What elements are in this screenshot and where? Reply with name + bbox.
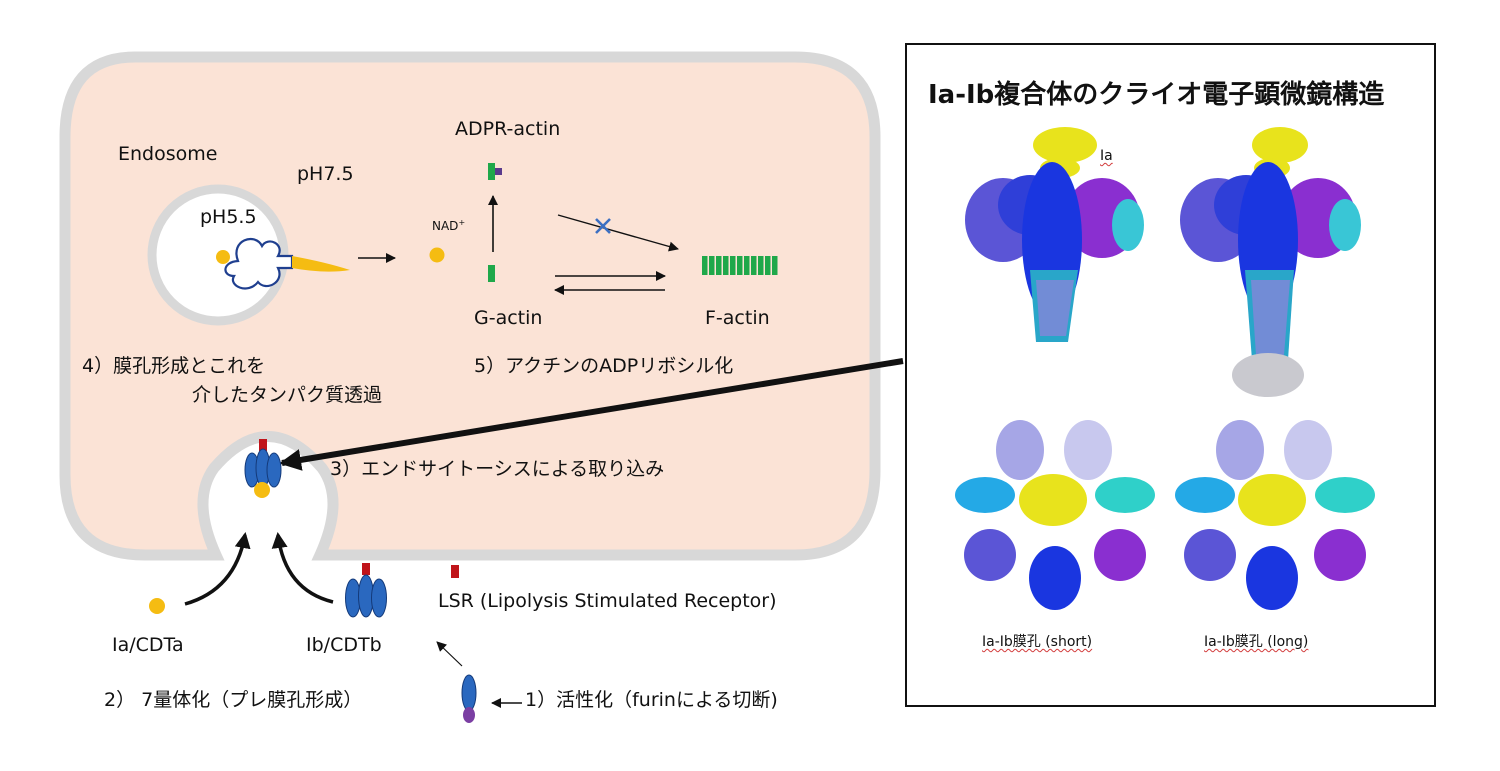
- arrow-ia-to-pit: [184, 532, 251, 606]
- adpr-actin-icon: [488, 163, 502, 180]
- ia-cdta-label: Ia/CDTa: [112, 634, 184, 656]
- f-actin-segment: [730, 256, 736, 275]
- ia-structure-label: Ia: [1100, 148, 1113, 164]
- f-actin-segment: [772, 256, 778, 275]
- ph-cytosol-label: pH7.5: [297, 163, 354, 185]
- cryo-em-top-long: [1175, 420, 1375, 610]
- f-actin-icon: [702, 256, 778, 275]
- panel-title: Ia-Ib複合体のクライオ電子顕微鏡構造: [928, 80, 1385, 110]
- lsr-legend-icon: [451, 565, 459, 578]
- step4-line2: 介したタンパク質透過: [192, 384, 383, 406]
- step1-label: 1）活性化（furinによる切断): [525, 689, 778, 711]
- step2-label: 2） 7量体化（プレ膜孔形成）: [104, 689, 363, 711]
- arrow-ib-to-pit: [271, 532, 334, 604]
- f-actin-segment: [758, 256, 764, 275]
- arrow-activation-up: [436, 641, 463, 667]
- step4-line1: 4）膜孔形成とこれを: [82, 355, 266, 377]
- arrow-adpr-to-f: [557, 214, 679, 252]
- caption-short: Ia-Ib膜孔 (short): [982, 634, 1093, 650]
- f-actin-segment: [765, 256, 771, 275]
- f-actin-segment: [709, 256, 715, 275]
- inhibited-x-icon: [595, 218, 611, 234]
- lsr-label: LSR (Lipolysis Stimulated Receptor): [438, 590, 777, 612]
- g-actin-icon: [488, 265, 495, 282]
- adpr-actin-label: ADPR-actin: [455, 118, 561, 140]
- red-receptor-icon: [259, 439, 267, 451]
- heptamer-in-pit: [244, 448, 282, 498]
- f-actin-segment: [751, 256, 757, 275]
- nad-ia-dot: [429, 247, 445, 263]
- step3-label: 3）エンドサイトーシスによる取り込み: [330, 458, 665, 480]
- f-actin-segment: [702, 256, 708, 275]
- lsr-receptor-on-membrane: [362, 563, 370, 575]
- cryo-em-side-short: [965, 127, 1144, 342]
- cryo-em-side-long: [1180, 127, 1361, 397]
- heptamer-on-membrane: [345, 574, 387, 618]
- ib-cdtb-label: Ib/CDTb: [306, 634, 382, 656]
- precursor-ib-icon: [461, 674, 477, 723]
- f-actin-segment: [716, 256, 722, 275]
- f-actin-segment: [737, 256, 743, 275]
- cell-membrane: [59, 51, 881, 561]
- step5-label: 5）アクチンのADPリボシル化: [474, 355, 734, 377]
- arrow-panel-to-endocytosis: [279, 358, 904, 471]
- caption-long: Ia-Ib膜孔 (long): [1204, 634, 1309, 650]
- g-actin-label: G-actin: [474, 307, 543, 329]
- pore-complex: [216, 237, 350, 290]
- cryo-em-top-short: [955, 420, 1155, 610]
- ia-cdta-dot: [149, 598, 165, 614]
- nad-label: NAD+: [432, 218, 466, 233]
- f-actin-segment: [744, 256, 750, 275]
- cryo-em-panel: [905, 43, 1436, 707]
- f-actin-segment: [723, 256, 729, 275]
- endosome-label: Endosome: [118, 143, 218, 165]
- f-actin-label: F-actin: [705, 307, 770, 329]
- ph-endosome-label: pH5.5: [200, 206, 257, 228]
